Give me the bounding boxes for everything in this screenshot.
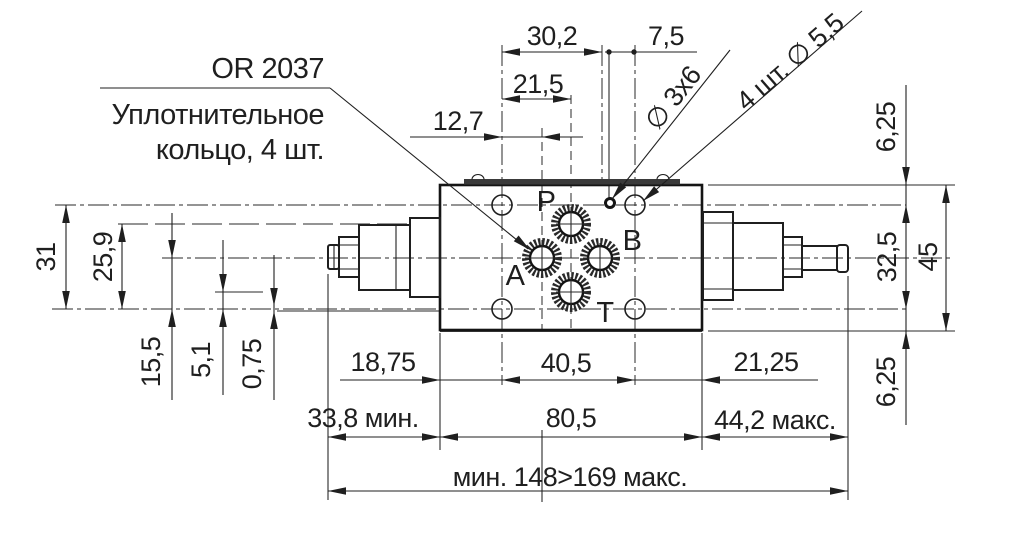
dimension-texts: 30,2 7,5 21,5 12,7 31 25,9 15,5 5,1 0,75… bbox=[31, 21, 943, 492]
orifice-callout: ∅ 3x6 bbox=[639, 60, 707, 135]
extension-lines bbox=[118, 184, 955, 500]
oring-leader-line bbox=[329, 87, 529, 250]
mounting-hole bbox=[624, 298, 646, 320]
port-label-t: T bbox=[596, 297, 614, 329]
dim-32-5: 32,5 bbox=[872, 232, 902, 283]
dim-total-length: мин. 148>169 макс. bbox=[453, 462, 688, 492]
screw-head-bump bbox=[656, 173, 670, 180]
port-label-p: P bbox=[537, 186, 556, 218]
dim-21-5: 21,5 bbox=[513, 69, 564, 99]
mount-holes-leader-arrow bbox=[643, 186, 660, 201]
dim-21-25: 21,25 bbox=[733, 347, 798, 377]
left-adjuster bbox=[327, 217, 441, 298]
dim-6-25-bottom: 6,25 bbox=[871, 357, 901, 408]
port-label-b: B bbox=[623, 225, 642, 257]
mount-holes-leader-line bbox=[642, 10, 863, 202]
mounting-hole bbox=[491, 194, 513, 216]
right-barrel bbox=[732, 222, 784, 291]
right-hex-nut bbox=[782, 236, 803, 278]
oring-code-label: OR 2037 bbox=[211, 53, 324, 85]
orifice-hole bbox=[604, 197, 616, 209]
port-p bbox=[551, 204, 591, 244]
dim-tick-dot bbox=[631, 49, 637, 55]
dim-25-9: 25,9 bbox=[88, 232, 118, 283]
dim-12-7: 12,7 bbox=[433, 106, 484, 136]
dim-5-1: 5,1 bbox=[186, 342, 216, 378]
right-nut bbox=[702, 211, 734, 301]
port-t bbox=[551, 272, 591, 312]
orifice-leader-line bbox=[611, 49, 731, 200]
screw-head-bump bbox=[471, 173, 485, 180]
right-adjuster bbox=[702, 211, 849, 301]
port-b bbox=[580, 238, 620, 278]
leader-lines bbox=[100, 10, 863, 250]
oring-desc-line2: кольцо, 4 шт. bbox=[156, 134, 324, 166]
dim-45: 45 bbox=[913, 242, 943, 271]
dim-44-2-max: 44,2 макс. bbox=[714, 405, 836, 435]
dim-18-75: 18,75 bbox=[350, 347, 415, 377]
port-label-a: A bbox=[506, 260, 526, 292]
orifice-leader-arrow bbox=[612, 182, 627, 199]
dim-33-8-min: 33,8 мин. bbox=[307, 403, 419, 433]
left-hex-nut bbox=[338, 236, 360, 278]
port-a bbox=[522, 238, 562, 278]
mounting-hole bbox=[624, 194, 646, 216]
oring-leader-arrow bbox=[513, 235, 530, 250]
dim-tick-dot bbox=[606, 49, 612, 55]
dim-31: 31 bbox=[31, 242, 61, 271]
ports: P B A T bbox=[506, 186, 642, 329]
dim-0-75: 0,75 bbox=[237, 339, 267, 390]
dim-7-5: 7,5 bbox=[648, 21, 684, 51]
dim-40-5: 40,5 bbox=[541, 348, 592, 378]
annotations: OR 2037 Уплотнительное кольцо, 4 шт. ∅ 3… bbox=[112, 8, 850, 166]
top-interface-plate bbox=[464, 179, 680, 185]
dim-15-5: 15,5 bbox=[136, 337, 166, 388]
dim-30-2: 30,2 bbox=[527, 21, 578, 51]
oring-desc-line1: Уплотнительное bbox=[112, 99, 324, 131]
dim-6-25-top: 6,25 bbox=[871, 102, 901, 153]
dim-80-5: 80,5 bbox=[546, 403, 597, 433]
right-end-cap bbox=[836, 244, 849, 273]
dimension-arrows bbox=[62, 48, 950, 495]
mounting-hole bbox=[491, 298, 513, 320]
mount-holes-callout: 4 шт. ∅ 5,5 bbox=[730, 8, 849, 117]
